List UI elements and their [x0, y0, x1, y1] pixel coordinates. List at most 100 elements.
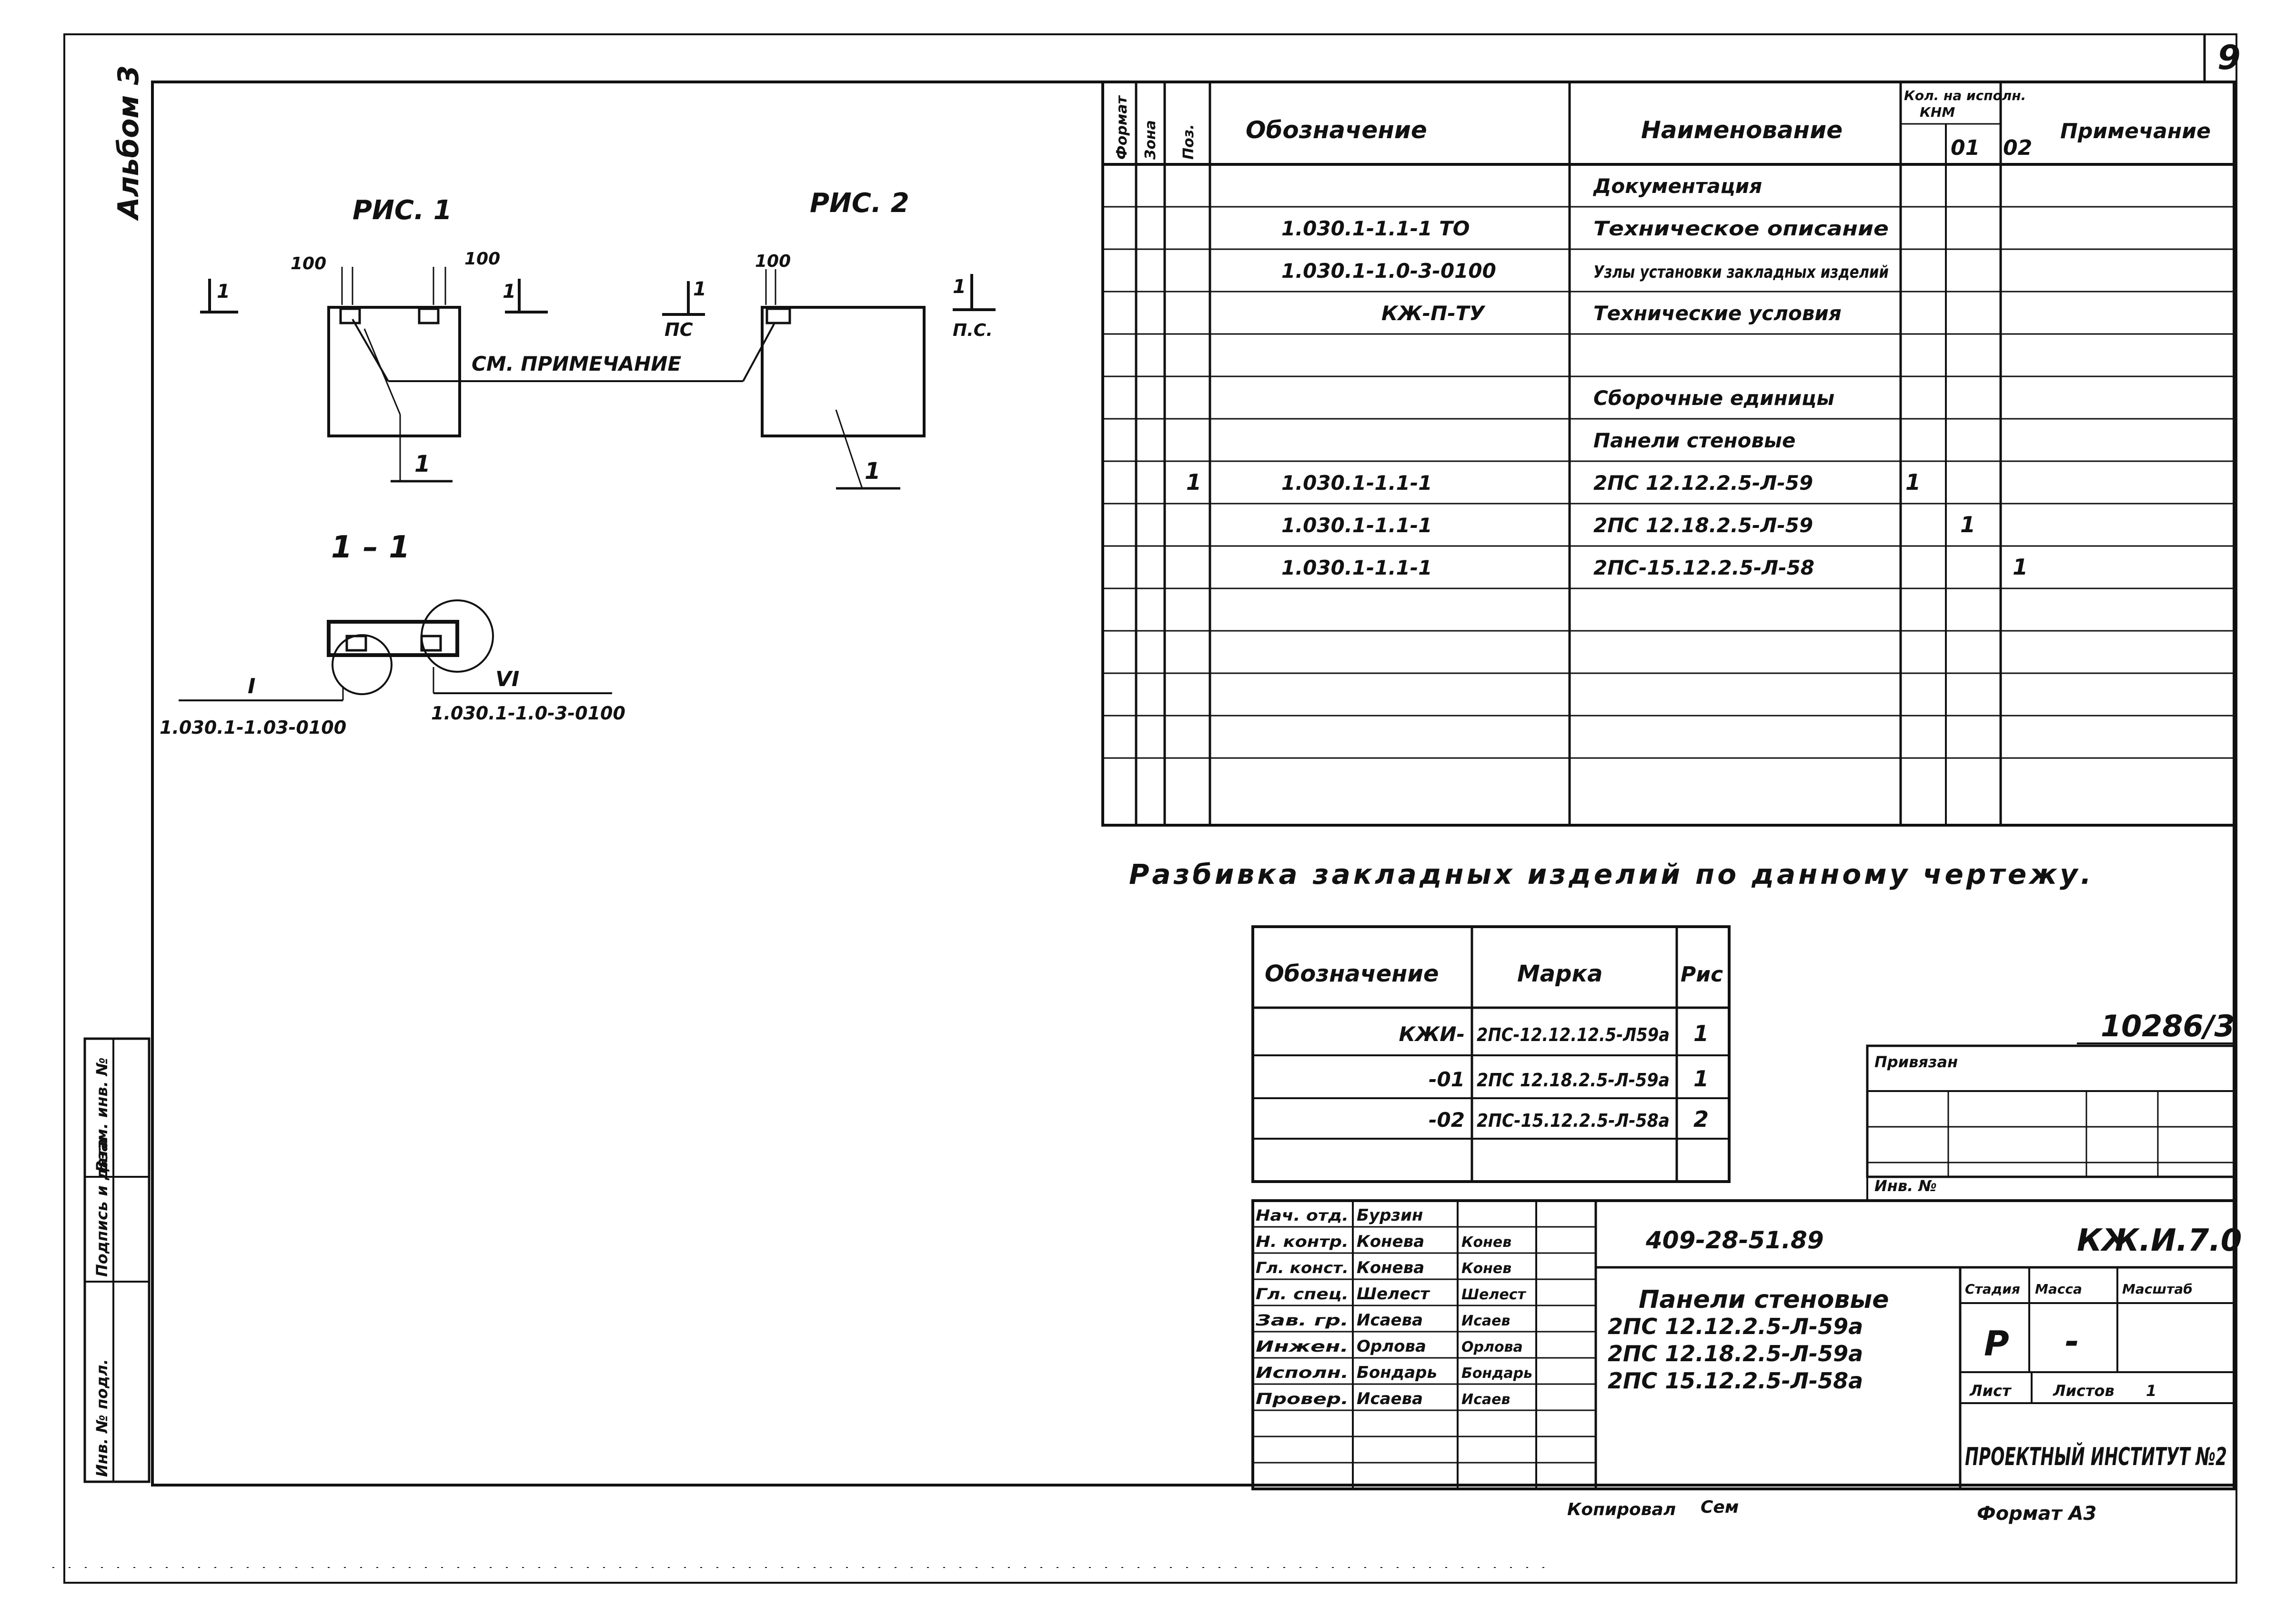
- hdr-qty: Кол. на исполн.: [1904, 88, 2026, 103]
- spec-row-name: 2ПС 12.18.2.5-Л-59: [1593, 514, 1813, 537]
- dim-100-a: 100: [291, 254, 326, 273]
- spec-table: Формат Зона Поз. Обозначение Наименовани…: [1101, 81, 2236, 827]
- breakdown-title: Разбивка закладных изделий по данному че…: [1129, 858, 2094, 890]
- album-label: Альбом 3: [112, 65, 145, 221]
- fig1-title: РИС. 1: [352, 195, 452, 226]
- bd-hdr-designation: Обозначение: [1265, 961, 1439, 987]
- section-title: 1 – 1: [331, 530, 410, 565]
- sheet-label: Лист: [1969, 1382, 2012, 1400]
- spec-row-name: Узлы установки закладных изделий: [1593, 263, 1889, 282]
- linked-label: Привязан: [1874, 1053, 1958, 1071]
- breakdown-table: Обозначение Марка Рис КЖИ- 2ПС-12.12.12.5…: [1251, 925, 1731, 1183]
- org-name: ПРОЕКТНЫЙ ИНСТИТУТ №2: [1965, 1442, 2227, 1471]
- pos-1-a: 1: [414, 451, 430, 477]
- spec-row-name: 2ПС 12.12.2.5-Л-59: [1593, 471, 1813, 495]
- spec-row-name: Панели стеновые: [1593, 429, 1795, 452]
- bd-row-fig: 1: [1693, 1066, 1709, 1092]
- hdr-zone: Зона: [1142, 120, 1159, 160]
- bd-row-fig: 2: [1693, 1106, 1709, 1132]
- signer-signature: Конев: [1461, 1234, 1511, 1251]
- sheets-value: 1: [2146, 1382, 2156, 1400]
- outer-frame: [63, 33, 2237, 1584]
- inv-no-label: Инв. №: [1874, 1177, 1937, 1195]
- strip-inv-no: Инв. № подл.: [93, 1359, 111, 1477]
- signer-role: Исполн.: [1256, 1364, 1349, 1382]
- signer-signature: Исаев: [1461, 1313, 1510, 1329]
- hdr-qty-sub: КНМ: [1920, 104, 1955, 120]
- stage-label: Стадия: [1965, 1281, 2020, 1297]
- title-line-1: 2ПС 12.12.2.5-Л-59а: [1608, 1314, 1863, 1339]
- node-vi-ref: 1.030.1-1.0-3-0100: [431, 703, 625, 724]
- sheets-label: Листов: [2053, 1382, 2115, 1400]
- bd-row-mark: 2ПС 12.18.2.5-Л-59а: [1477, 1070, 1670, 1091]
- bd-row-mark: 2ПС-12.12.12.5-Л59а: [1477, 1024, 1670, 1045]
- bd-hdr-mark: Марка: [1517, 961, 1602, 987]
- fig2-title: РИС. 2: [810, 188, 909, 219]
- bd-row-mark: 2ПС-15.12.2.5-Л-58а: [1477, 1110, 1670, 1131]
- cut-pc-a: ПС: [665, 319, 693, 340]
- signer-role: Н. контр.: [1256, 1233, 1349, 1251]
- bd-row-designation: -01: [1429, 1068, 1465, 1091]
- cut-1-a: 1: [217, 281, 230, 303]
- copied-label: Копировал: [1567, 1500, 1676, 1519]
- bd-hdr-fig: Рис: [1681, 962, 1723, 987]
- spec-row-name: Техническое описание: [1593, 217, 1889, 240]
- cut-1-b: 1: [503, 281, 516, 303]
- spec-row-designation: 1.030.1-1.1-1: [1281, 514, 1432, 537]
- title-line-0: Панели стеновые: [1639, 1285, 1889, 1314]
- signer-name: Орлова: [1357, 1337, 1426, 1356]
- hdr-col-01: 01: [1951, 136, 1980, 160]
- signer-role: Нач. отд.: [1256, 1206, 1349, 1224]
- bd-row-fig: 1: [1693, 1021, 1709, 1046]
- stage-value: Р: [1984, 1324, 2009, 1364]
- bd-row-designation: -02: [1429, 1108, 1465, 1132]
- spec-row-qty-1: 1: [1960, 512, 1975, 537]
- spec-row-pos: 1: [1186, 469, 1201, 495]
- signer-signature: Исаев: [1461, 1391, 1510, 1408]
- bd-row-designation: КЖИ-: [1399, 1022, 1465, 1046]
- spec-row-name: Сборочные единицы: [1593, 386, 1834, 410]
- signer-name: Бондарь: [1357, 1363, 1437, 1382]
- signer-name: Исаева: [1357, 1389, 1423, 1408]
- signer-role: Провер.: [1256, 1390, 1349, 1408]
- archive-no: 10286/3: [2101, 1009, 2235, 1043]
- mass-label: Масса: [2035, 1281, 2082, 1297]
- title-block: 10286/3 Привязан Инв. № Нач. отд. БурзинН…: [1251, 1009, 2242, 1490]
- signer-role: Гл. конст.: [1256, 1259, 1349, 1277]
- signer-name: Бурзин: [1357, 1206, 1423, 1225]
- spec-row-designation: 1.030.1-1.1-1: [1281, 471, 1432, 495]
- node-i-ref: 1.030.1-1.03-0100: [160, 717, 346, 738]
- hdr-format: Формат: [1114, 95, 1130, 160]
- spec-row-designation: 1.030.1-1.1-1: [1281, 556, 1432, 579]
- cut-1-d: 1: [953, 276, 966, 298]
- signer-signature: Конев: [1461, 1260, 1511, 1277]
- inner-frame: [151, 81, 2236, 1487]
- figure-1: РИС. 1 100 100 1 1 1 СМ. ПРИМЕЧАНИЕ: [200, 195, 743, 483]
- strip-sign-date: Подпись и дата: [93, 1138, 111, 1277]
- title-line-2: 2ПС 12.18.2.5-Л-59а: [1608, 1341, 1863, 1366]
- signer-name: Конева: [1357, 1232, 1424, 1251]
- strip-replaced-inv: Взам. инв. №: [93, 1057, 111, 1172]
- hdr-col-02: 02: [2003, 136, 2032, 160]
- signer-signature: Бондарь: [1461, 1365, 1532, 1382]
- scale-label: Масштаб: [2122, 1281, 2193, 1297]
- hdr-pos: Поз.: [1180, 124, 1197, 160]
- spec-row-qty-0: 1: [1905, 469, 1921, 495]
- cut-pc-b: П.С.: [953, 321, 993, 340]
- section-1-1: 1 – 1 I VI 1.030.1-1.03-0100 1.030.1-1.0…: [160, 530, 625, 738]
- spec-row-designation: КЖ-П-ТУ: [1381, 302, 1486, 325]
- mass-value: -: [2065, 1321, 2079, 1361]
- signer-name: Шелест: [1357, 1284, 1430, 1304]
- figure-2: РИС. 2 100 1 ПС 1 П.С. 1: [662, 188, 996, 490]
- signer-role: Инжен.: [1256, 1337, 1349, 1355]
- spec-row-designation: 1.030.1-1.0-3-0100: [1281, 259, 1496, 283]
- pos-1-b: 1: [865, 458, 880, 485]
- note-ref: СМ. ПРИМЕЧАНИЕ: [472, 352, 682, 375]
- project-code: 409-28-51.89: [1645, 1226, 1824, 1254]
- spec-row-name: 2ПС-15.12.2.5-Л-58: [1593, 556, 1814, 579]
- dim-100-b: 100: [464, 249, 500, 269]
- signer-role: Гл. спец.: [1256, 1285, 1349, 1303]
- left-strip: Инв. № подл. Подпись и дата Взам. инв. №: [83, 1037, 151, 1483]
- hdr-name: Наименование: [1641, 116, 1843, 144]
